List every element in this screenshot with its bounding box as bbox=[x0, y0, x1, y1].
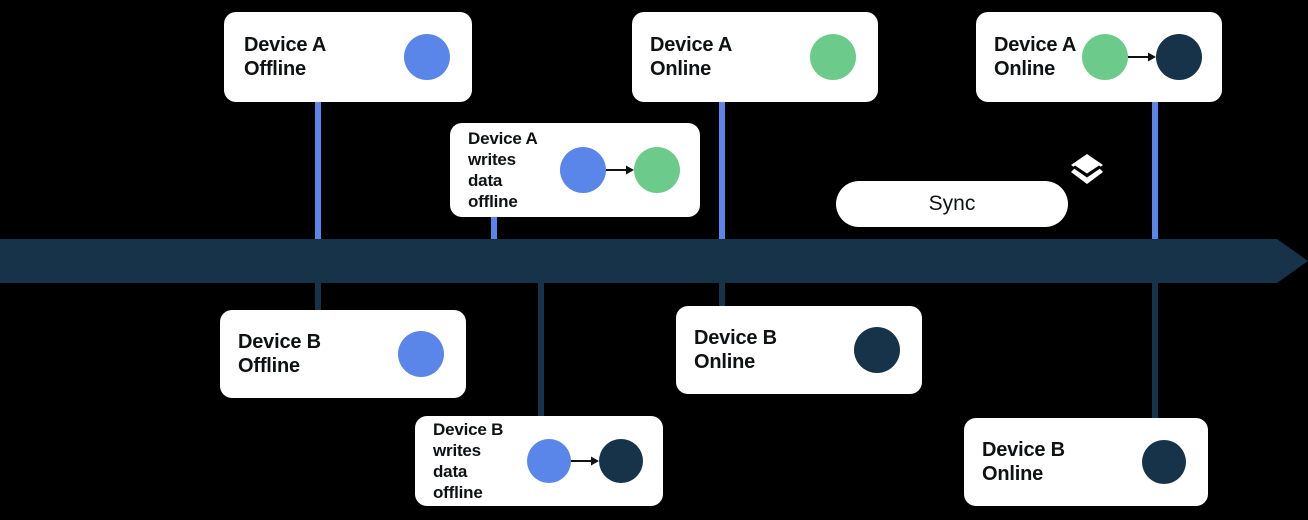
card-device-a-online[interactable]: Device A Online bbox=[632, 12, 878, 102]
card-device-a-offline[interactable]: Device A Offline bbox=[224, 12, 472, 102]
layers-icon bbox=[1068, 151, 1106, 189]
timeline-arrow-bar bbox=[0, 239, 1308, 283]
arrow-icon bbox=[571, 456, 599, 466]
status-dot-navy bbox=[854, 327, 900, 373]
card-label: Device A writes data offline bbox=[468, 128, 538, 212]
timeline-arrow-shape bbox=[0, 239, 1308, 283]
card-label: Device B writes data offline bbox=[433, 419, 504, 503]
arrow-icon bbox=[606, 165, 634, 175]
status-dot-navy bbox=[599, 439, 643, 483]
status-dot-green bbox=[810, 34, 856, 80]
card-visual-single-dot bbox=[1142, 440, 1186, 484]
connector-device-b-online bbox=[719, 280, 725, 306]
card-device-a-online-synced[interactable]: Device A Online bbox=[976, 12, 1222, 102]
card-device-b-writes-data-offline[interactable]: Device B writes data offline bbox=[415, 416, 663, 506]
status-dot-blue bbox=[404, 34, 450, 80]
card-label: Device A Online bbox=[994, 34, 1077, 80]
status-dot-green bbox=[1082, 34, 1128, 80]
status-dot-blue bbox=[560, 147, 606, 193]
card-device-b-online[interactable]: Device B Online bbox=[676, 306, 922, 394]
card-visual-single-dot bbox=[404, 34, 450, 80]
status-dot-green bbox=[634, 147, 680, 193]
card-visual-single-dot bbox=[854, 327, 900, 373]
status-dot-blue bbox=[398, 331, 444, 377]
card-visual-single-dot bbox=[398, 331, 444, 377]
card-device-b-offline[interactable]: Device B Offline bbox=[220, 310, 466, 398]
layers-icon-shape bbox=[1071, 154, 1103, 184]
connector-device-a-writes-offline bbox=[491, 214, 497, 242]
card-label: Device B Online bbox=[694, 327, 777, 373]
connector-device-a-online-synced bbox=[1152, 100, 1158, 242]
card-visual-dot-arrow-dot bbox=[560, 147, 680, 193]
sync-label: Sync bbox=[928, 192, 976, 215]
connector-device-b-offline bbox=[315, 280, 321, 312]
card-device-b-online-synced[interactable]: Device B Online bbox=[964, 418, 1208, 506]
connector-device-a-online bbox=[719, 100, 725, 242]
card-label: Device A Online bbox=[650, 34, 733, 80]
status-dot-navy bbox=[1142, 440, 1186, 484]
card-visual-single-dot bbox=[810, 34, 856, 80]
status-dot-navy bbox=[1156, 34, 1202, 80]
status-dot-blue bbox=[527, 439, 571, 483]
card-label: Device B Offline bbox=[238, 331, 321, 377]
card-device-a-writes-data-offline[interactable]: Device A writes data offline bbox=[450, 123, 700, 217]
card-visual-dot-arrow-dot bbox=[1082, 34, 1202, 80]
card-visual-dot-arrow-dot bbox=[527, 439, 643, 483]
card-label: Device B Online bbox=[982, 439, 1065, 485]
sync-pill[interactable]: Sync bbox=[836, 181, 1068, 227]
connector-device-b-online-synced bbox=[1152, 280, 1158, 419]
card-label: Device A Offline bbox=[244, 34, 327, 80]
arrow-icon bbox=[1128, 52, 1156, 62]
connector-device-b-writes-offline bbox=[538, 280, 544, 417]
connector-device-a-offline bbox=[315, 100, 321, 242]
